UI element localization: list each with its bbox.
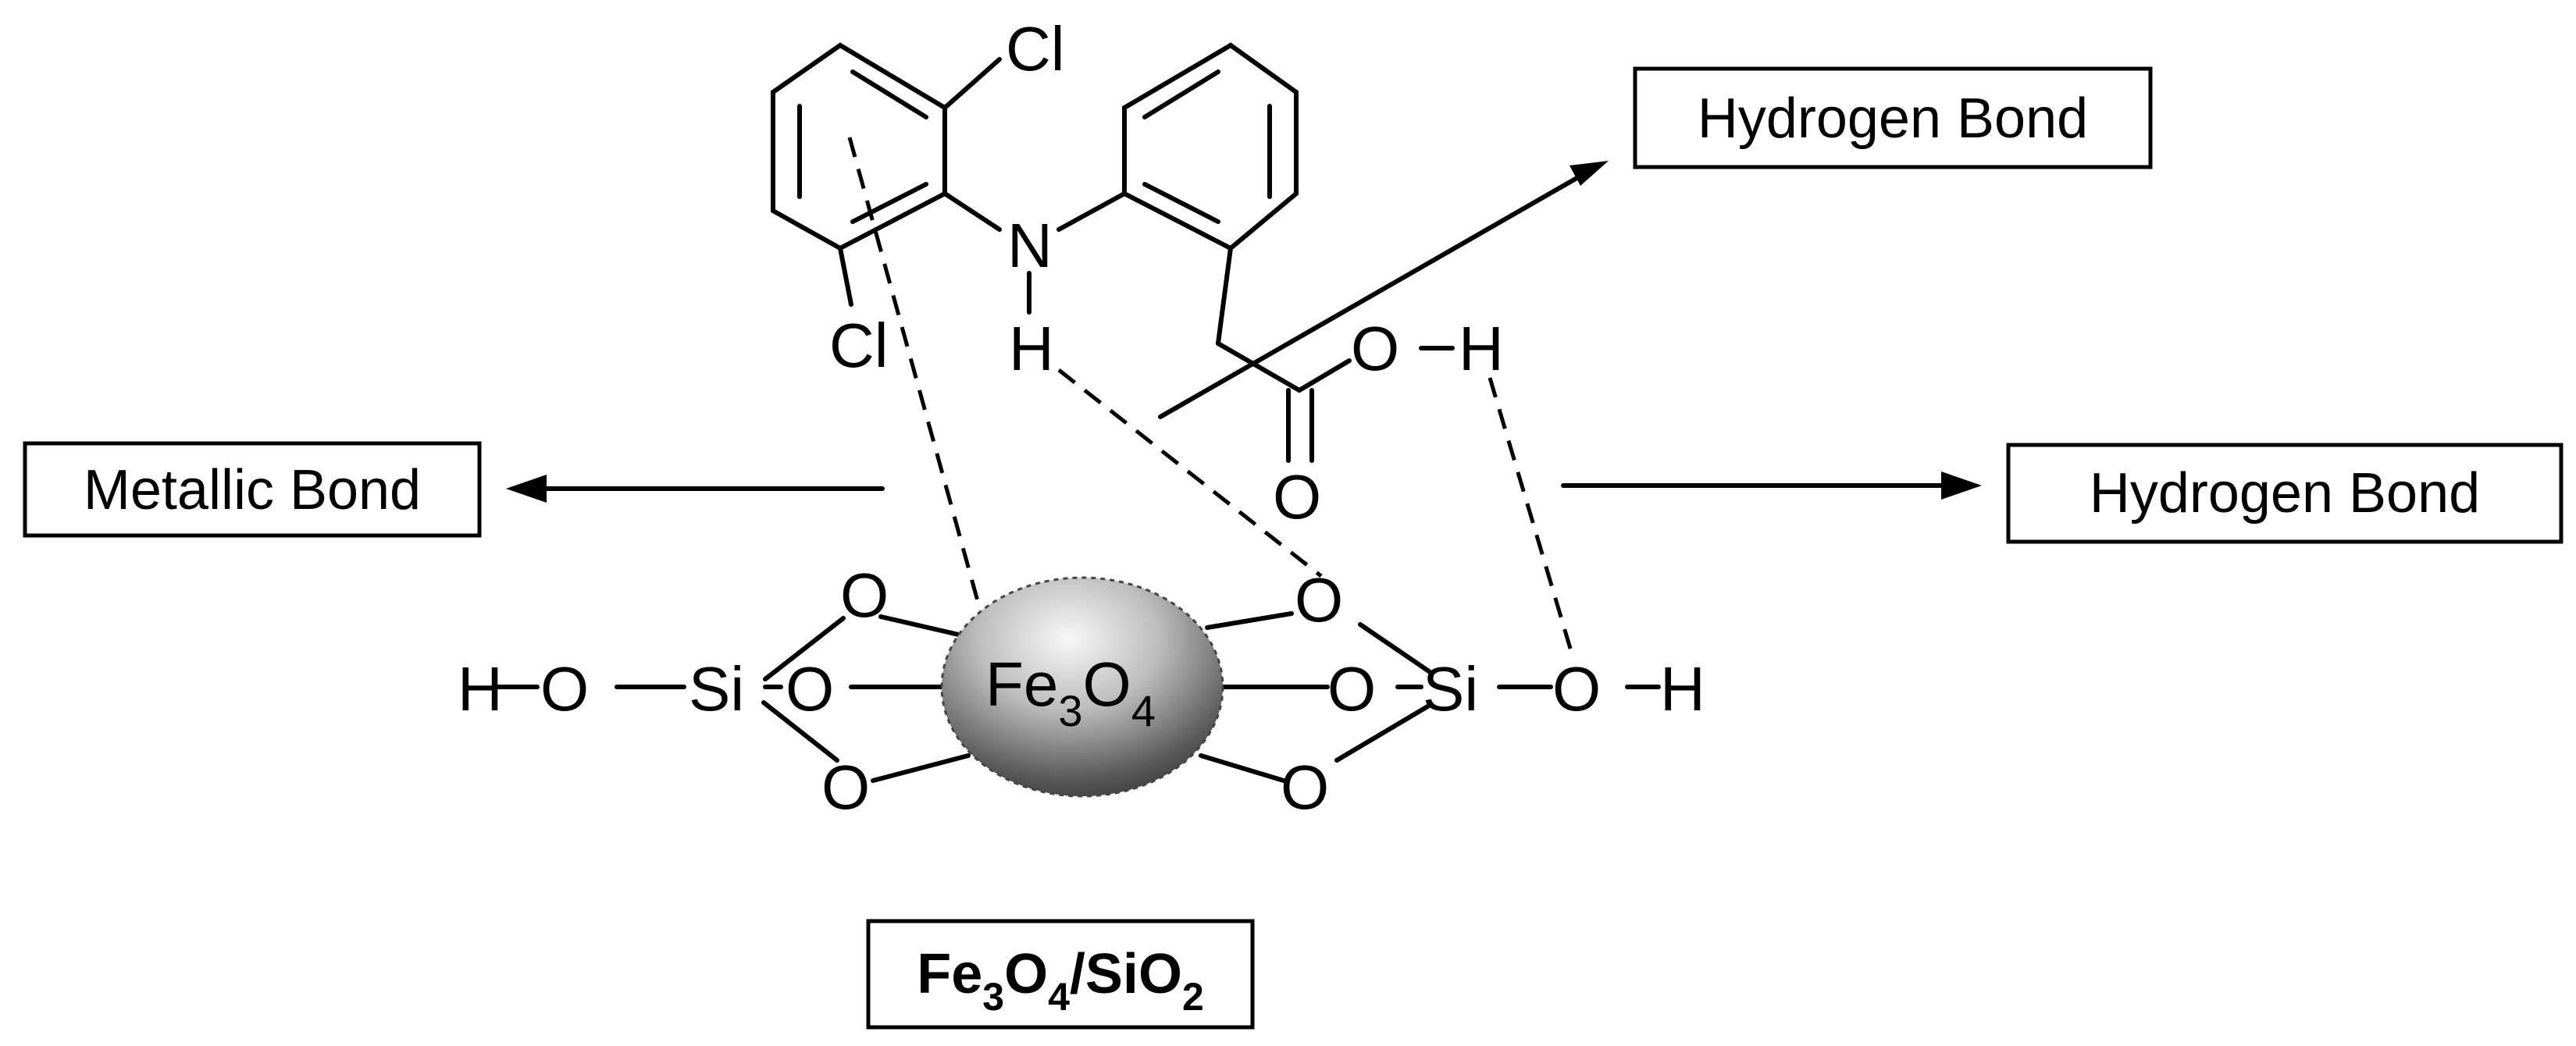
bond-right-obot-si xyxy=(1334,703,1431,763)
bond-right-core-otop xyxy=(1205,611,1294,630)
arrow-right-hydrogen xyxy=(1561,471,1982,500)
bond-right-otop-si xyxy=(1358,622,1431,674)
phenyl-ring xyxy=(1122,42,1299,251)
atom-n: N xyxy=(1007,211,1053,280)
core-o: O xyxy=(1083,649,1131,719)
caption-sub-3: 3 xyxy=(982,975,1004,1019)
caption-box: Fe3O4/SiO2 xyxy=(866,919,1255,1030)
bond-c-cl-top xyxy=(942,57,1002,110)
atom-h-amine: H xyxy=(1009,314,1054,383)
atom-o-hydroxyl: O xyxy=(1351,314,1399,383)
caption-text: Fe3O4/SiO2 xyxy=(917,943,1204,1019)
label-box-hydrogen-right: Hydrogen Bond xyxy=(2006,443,2564,544)
atom-o-right-top: O xyxy=(1295,565,1343,635)
atom-h-acid: H xyxy=(1459,314,1504,383)
atom-cl-bottom: Cl xyxy=(829,311,889,380)
atom-o-carbonyl: O xyxy=(1273,462,1321,532)
bond-n-c-right xyxy=(1056,191,1127,232)
bond-left-obot-core xyxy=(871,753,971,783)
label-box-hydrogen-top: Hydrogen Bond xyxy=(1633,66,2153,169)
core-fe-sub: 3 xyxy=(1058,686,1082,735)
atom-o-right-bottom: O xyxy=(1281,752,1329,822)
dash-metallic xyxy=(847,137,988,630)
label-box-metallic: Metallic Bond xyxy=(23,441,482,538)
atom-o-left-hydroxyl: O xyxy=(540,654,589,724)
atom-o-left-bottom: O xyxy=(821,752,870,822)
dash-oh-hbond xyxy=(1488,377,1573,652)
core-fe: Fe xyxy=(985,649,1058,719)
dichlorophenyl-ring xyxy=(771,42,947,251)
bond-c-oh xyxy=(1297,358,1352,393)
bond-left-si-otop xyxy=(763,616,846,681)
atom-o-left-top: O xyxy=(840,560,889,630)
caption-fe: Fe xyxy=(917,943,982,1005)
caption-sub-2: 2 xyxy=(1182,975,1204,1019)
atom-o-left-mid: O xyxy=(786,654,834,724)
fe3o4-core-sphere xyxy=(940,576,1224,798)
bond-c-cl-bottom xyxy=(838,246,853,307)
atom-si-left: Si xyxy=(689,654,744,724)
caption-o: O xyxy=(1004,943,1048,1005)
bond-right-core-obot xyxy=(1199,753,1286,783)
bond-left-si-obot xyxy=(761,700,839,763)
atom-si-right: Si xyxy=(1423,654,1478,724)
label-hydrogen-bond-top: Hydrogen Bond xyxy=(1698,87,2088,150)
atom-h-left: H xyxy=(458,654,503,724)
bond-ch2 xyxy=(1216,246,1233,346)
atom-cl-top: Cl xyxy=(1006,14,1065,84)
label-metallic-bond: Metallic Bond xyxy=(84,459,421,521)
dash-nh-hbond xyxy=(1057,368,1323,578)
atom-o-right-hydroxyl: O xyxy=(1552,654,1601,724)
arrow-left-metallic xyxy=(506,475,885,503)
caption-sub-4: 4 xyxy=(1048,975,1070,1019)
core-label: Fe3O4 xyxy=(985,649,1156,735)
core-o-sub: 4 xyxy=(1131,686,1156,735)
atom-h-right: H xyxy=(1660,654,1705,724)
arrow-top-hydrogen xyxy=(1158,161,1609,419)
bond-ch2-c xyxy=(1216,341,1302,393)
bond-left-otop-core xyxy=(878,614,964,638)
caption-sio: /SiO xyxy=(1070,943,1182,1005)
bond-c-n-left xyxy=(942,191,1002,232)
atom-o-right-mid: O xyxy=(1327,654,1376,724)
label-hydrogen-bond-right: Hydrogen Bond xyxy=(2090,462,2480,525)
